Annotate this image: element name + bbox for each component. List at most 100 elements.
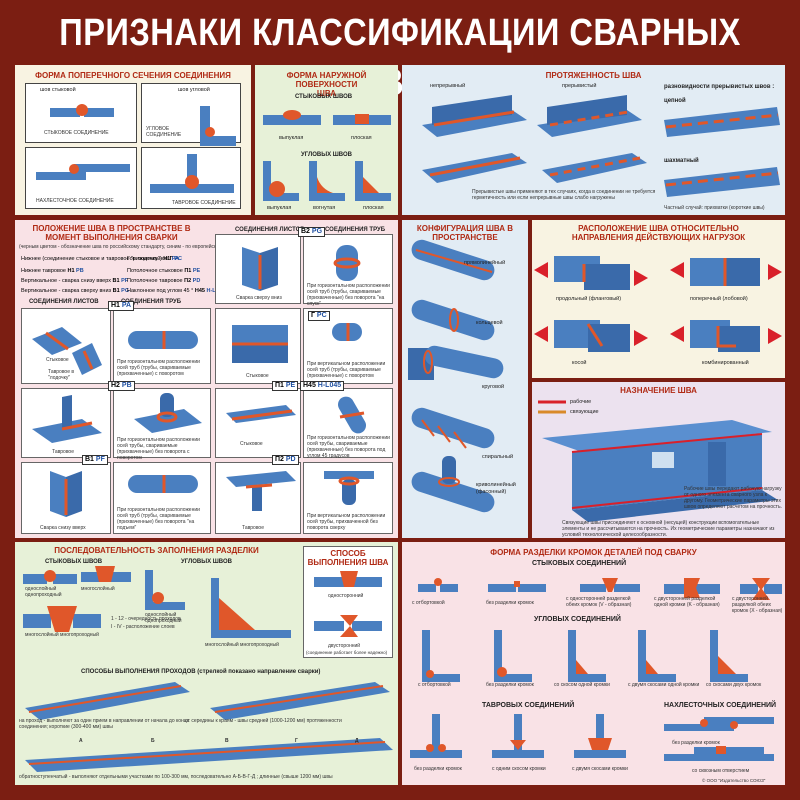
cell-n2-sheets: Тавровое: [21, 388, 111, 458]
panel-position: ПОЛОЖЕНИЕ ШВА В ПРОСТРАНСТВЕ В МОМЕНТ ВЫ…: [15, 220, 398, 538]
tag-p1: П1 PE: [272, 381, 299, 391]
tee-joint-box: ТАВРОВОЕ СОЕДИНЕНИЕ: [141, 147, 241, 209]
tag-n2: Н2 PB: [108, 381, 135, 391]
legend-row-2: Вертикальное - сварка снизу вверх В1 PF: [21, 278, 129, 284]
pass3: обратноступенчатый - выполняют отдельным…: [19, 774, 333, 780]
p2-pipe-caption: При вертикальном расположении осей трубы…: [307, 513, 386, 531]
config-spiral: спиральный: [482, 454, 514, 460]
legend-row-r3: Наклонное под углом 45 ° Н45 H-L045: [127, 288, 225, 294]
edges-corner-4: со скосами двух кромок: [706, 682, 762, 688]
legend-row-r1: Потолочное стыковое П1 PE: [127, 268, 201, 274]
extent-heading: ПРОТЯЖЕННОСТЬ ШВА: [545, 71, 642, 80]
corner-joint-figure: [200, 106, 236, 146]
method-one-side: односторонний: [328, 593, 364, 599]
cell-g-pipes: Г PC При вертикальном расположении осей …: [303, 308, 393, 384]
tag-h45: Н45 H-L045: [300, 381, 345, 391]
edges-butt-4: с двусторонней разделкой обеих кромок (X…: [732, 596, 783, 614]
pass1: на проход - выполняют за один прием в на…: [19, 718, 190, 730]
n2-caption: Тавровое: [52, 449, 74, 455]
lap-joint-figure: [36, 164, 130, 180]
panel-extent: ПРОТЯЖЕННОСТЬ ШВА непрерывный прерывисты…: [402, 65, 785, 215]
tag-p2: П2 PD: [272, 455, 299, 465]
fill-seq2: I - IV - расположение слоев: [111, 624, 175, 630]
g-caption: Стыковое: [246, 373, 269, 379]
cell-n1-pipes: Н1 PA При горизонтальном расположении ос…: [108, 301, 211, 384]
b1-caption: Сварка снизу вверх: [40, 525, 86, 531]
panel-fill: ПОСЛЕДОВАТЕЛЬНОСТЬ ЗАПОЛНЕНИЯ РАЗДЕЛКИ С…: [15, 542, 398, 785]
surface-flat2: плоская: [363, 205, 384, 211]
p1-sheet-figure: [226, 405, 296, 423]
purpose-beam: [542, 420, 778, 522]
h45-pipe-figure: [338, 396, 366, 434]
config-heading: КОНФИГУРАЦИЯ ШВА В ПРОСТРАНСТВЕ: [416, 224, 514, 242]
n1-pipe-caption: При горизонтальном расположении осей тру…: [117, 359, 200, 377]
b2-sheet-figure: [242, 247, 278, 291]
pass-letter-a: А: [79, 738, 83, 744]
edges-corner-figures: [422, 630, 748, 682]
position-heading: ПОЛОЖЕНИЕ ШВА В ПРОСТРАНСТВЕ В МОМЕНТ ВЫ…: [32, 224, 191, 242]
n1b-caption: Тавровое в "лодочку": [48, 369, 75, 381]
sheets-heading: СОЕДИНЕНИЯ ЛИСТОВ: [235, 227, 305, 233]
surface-heading: ФОРМА НАРУЖНОЙ ПОВЕРХНОСТИ ШВА: [286, 71, 367, 98]
lap-caption: НАХЛЕСТОЧНОЕ СОЕДИНЕНИЕ: [36, 198, 114, 204]
extent-note2: Частный случай: прихватки (короткие швы): [664, 205, 765, 211]
poster-title: ПРИЗНАКИ КЛАССИФИКАЦИИ СВАРНЫХ ШВОВ: [59, 12, 741, 104]
butt-joint-figure: [50, 104, 114, 117]
position-subnote: (черным цветом - обозначение шва по росс…: [19, 244, 227, 250]
cell-p2-pipes: При вертикальном расположении осей трубы…: [303, 462, 393, 534]
edges-lap-0: без разделки кромок: [672, 740, 720, 746]
b1-pipe-figure: [128, 475, 198, 493]
sheets-heading-2: СОЕДИНЕНИЯ ЛИСТОВ: [29, 299, 99, 305]
extent-intermittent: прерывистый: [562, 83, 597, 89]
panel-config: КОНФИГУРАЦИЯ ШВА В ПРОСТРАНСТВЕ прямолин…: [402, 220, 528, 538]
edges-butt-0: с отбортовкой: [412, 600, 445, 606]
g-pipe-caption: При вертикальном расположении осей труб …: [307, 361, 386, 379]
fill-heading: ПОСЛЕДОВАТЕЛЬНОСТЬ ЗАПОЛНЕНИЯ РАЗДЕЛКИ: [54, 546, 259, 555]
extent-note1: Прерывистые швы применяют в тех случаях,…: [472, 189, 656, 201]
fill-multi-multi2: многослойный многопроходный: [205, 642, 279, 648]
fill-corner-heading: УГЛОВЫХ ШВОВ: [181, 559, 232, 565]
p2-sheet-figure: [226, 471, 296, 511]
h45-caption: При горизонтальном расположении осей тру…: [307, 435, 390, 459]
legend-row-1: Нижнее тавровое Н1 PB: [21, 268, 84, 274]
fill-multi-multi: многослойный многопроходный: [25, 632, 99, 638]
edges-corner-2: со скосом одной кромки: [554, 682, 610, 688]
surface-corner-figure: [263, 161, 391, 201]
method-two-side: двусторонний: [328, 643, 361, 649]
n1-sheet-figure: [32, 327, 102, 375]
tag-n1: Н1 PA: [108, 301, 135, 311]
cell-n2-pipes: Н2 PB При горизонтальном расположении ос…: [108, 381, 211, 461]
extent-staggered: шахматный: [664, 158, 699, 164]
tag-g: Г PC: [308, 311, 330, 321]
cell-n1-sheets: Стыковое Тавровое в "лодочку": [21, 308, 111, 384]
cell-b2-sheets: Сварка сверху вниз: [215, 234, 301, 304]
pass-letter-g: Г: [295, 738, 298, 744]
surface-convex2: выпуклая: [267, 205, 292, 211]
b2-caption: Сварка сверху вниз: [236, 295, 282, 301]
purpose-heading: НАЗНАЧЕНИЕ ШВА: [620, 386, 697, 395]
loads-longitudinal: продольный (фланговый): [556, 296, 622, 302]
legend-row-3: Вертикальное - сварка сверху вниз В1 PG: [21, 288, 130, 294]
corner-joint-box: шов угловой УГЛОВОЕ СОЕДИНЕНИЕ: [141, 83, 241, 146]
method-two-side-note: (соединение работает более надежно): [306, 650, 388, 655]
passes-heading: СПОСОБЫ ВЫПОЛНЕНИЯ ПРОХОДОВ (стрелкой по…: [81, 669, 321, 675]
fill-multi-layer: многослойный: [81, 586, 115, 592]
edges-butt-figures: [418, 578, 782, 600]
surface-butt-title: СТЫКОВЫХ ШВОВ: [295, 94, 353, 100]
cell-h45-pipes: Н45 H-L045 При горизонтальном расположен…: [300, 381, 393, 459]
edges-lap-1: со сквозным отверстием: [692, 768, 750, 774]
extent-figures: [422, 95, 780, 197]
p1-caption: Стыковое: [240, 441, 263, 447]
pipes-heading-2: СОЕДИНЕНИЯ ТРУБ: [121, 299, 182, 305]
edges-lap-figures: [664, 717, 774, 761]
cell-g-sheets: Стыковое: [215, 308, 301, 384]
b1-sheet-figure: [50, 471, 82, 517]
n1-pipe-figure: [128, 331, 198, 349]
tag-b2: В2 PG: [298, 227, 326, 237]
purpose-working: рабочие: [570, 399, 592, 405]
corner-title: шов угловой: [178, 87, 210, 93]
n2-pipe-figure: [134, 393, 202, 433]
n1-caption: Стыковое: [46, 357, 69, 363]
edges-butt-1: без разделки кромок: [486, 600, 534, 606]
loads-transverse: поперечный (лобовой): [690, 296, 748, 302]
